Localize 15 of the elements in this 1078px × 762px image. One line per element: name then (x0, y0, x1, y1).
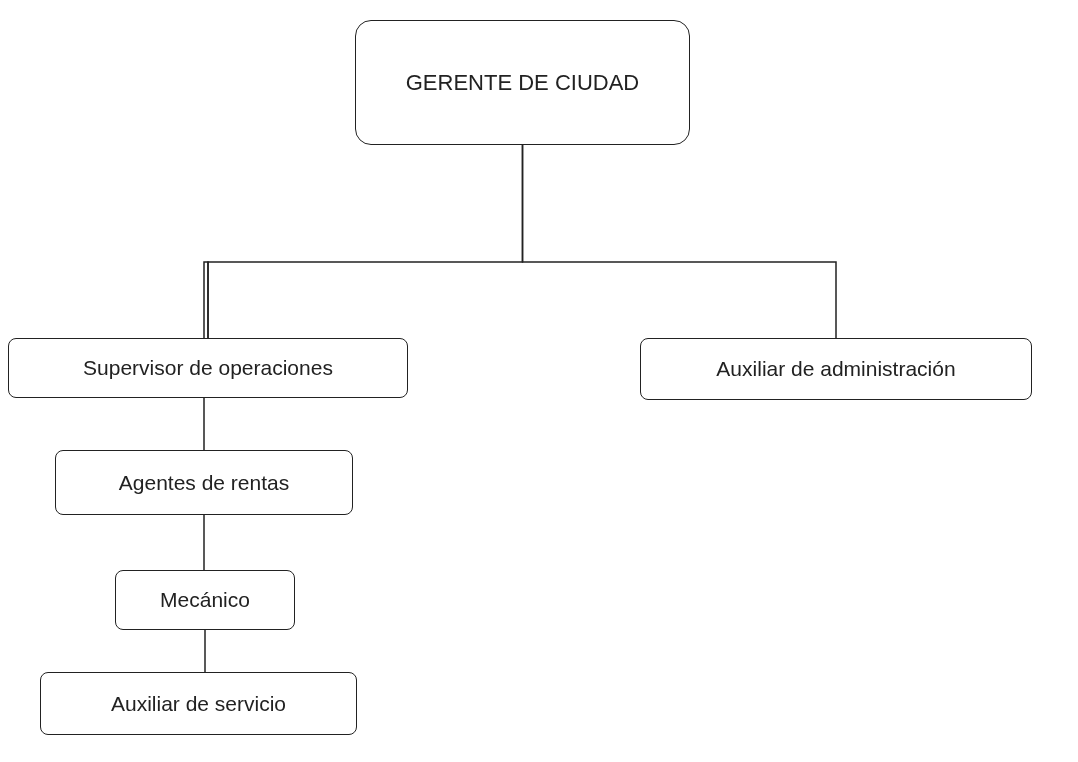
org-box (8, 338, 408, 398)
org-box (115, 570, 295, 630)
role-title: Supervisor de operaciones (83, 356, 333, 380)
role-title: Auxiliar de servicio (110, 691, 287, 716)
role-title: Agentes de rentas (118, 470, 290, 495)
connector-line (521, 144, 837, 339)
role-title: Auxiliar de administración (716, 357, 956, 381)
org-box (40, 672, 357, 735)
role-title: GERENTE DE CIUDAD (405, 69, 640, 96)
connector-line (204, 629, 206, 673)
org-box (55, 450, 353, 515)
org-box (640, 338, 1032, 400)
connector-line (203, 514, 205, 571)
org-box (355, 20, 690, 145)
role-title: Mecánico (160, 588, 250, 612)
